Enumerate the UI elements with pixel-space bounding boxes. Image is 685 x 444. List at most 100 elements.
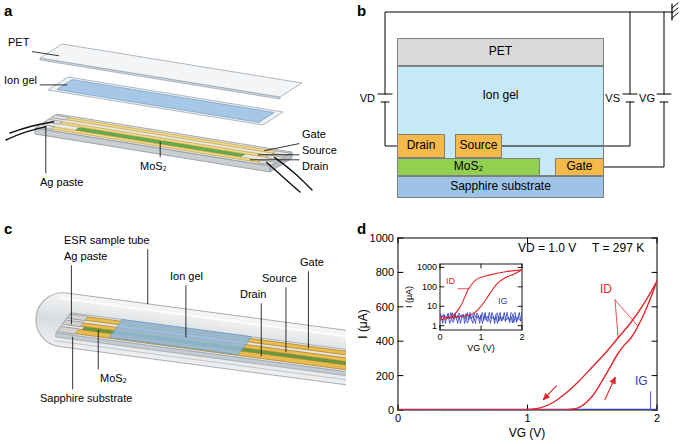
leader-line bbox=[261, 304, 262, 356]
electrode-box: Source bbox=[455, 134, 502, 158]
tick-label: 1 bbox=[478, 332, 483, 342]
ion-gel-film bbox=[109, 318, 251, 356]
electrode bbox=[50, 120, 281, 159]
wire bbox=[385, 102, 397, 146]
node-fill bbox=[455, 134, 502, 158]
tick-mark bbox=[440, 306, 444, 307]
leader-line bbox=[71, 266, 72, 324]
panel-letter: c bbox=[4, 220, 12, 237]
battery-symbol bbox=[623, 93, 637, 94]
tick-mark bbox=[518, 325, 522, 326]
layer-box: Sapphire substrate bbox=[397, 176, 604, 198]
node-text: Source bbox=[459, 139, 497, 153]
node-text: Sapphire substrate bbox=[450, 180, 551, 194]
voltage-label: VS bbox=[605, 92, 620, 105]
arrow-head bbox=[610, 377, 615, 384]
tick-mark bbox=[518, 306, 522, 307]
plot-frame bbox=[398, 238, 657, 410]
bias-circuit bbox=[378, 3, 678, 167]
axis-title: VG (V) bbox=[509, 427, 546, 441]
node-text: Drain bbox=[407, 139, 436, 153]
battery-symbol bbox=[660, 101, 668, 102]
part-label: Ion gel bbox=[4, 74, 37, 87]
curve-label: IG bbox=[635, 375, 648, 389]
node-fill bbox=[555, 158, 604, 176]
leader-lines bbox=[32, 52, 650, 410]
tick-label: 2 bbox=[519, 332, 524, 342]
panel-letter: a bbox=[4, 2, 12, 19]
tick-mark bbox=[440, 264, 441, 268]
exploded-view bbox=[6, 44, 312, 192]
arrow-head bbox=[543, 393, 549, 399]
electrode-box: Drain bbox=[397, 134, 445, 158]
ag-paste bbox=[62, 320, 83, 327]
wire bbox=[604, 102, 664, 167]
tick-label: 100 bbox=[422, 282, 437, 292]
tick-mark bbox=[518, 286, 522, 287]
tick-label: 600 bbox=[376, 300, 394, 313]
node-text: MoS₂ bbox=[454, 160, 483, 174]
leader-line bbox=[185, 286, 186, 337]
node-fills bbox=[397, 38, 604, 198]
node-fill bbox=[397, 158, 540, 176]
tick-mark bbox=[481, 264, 482, 268]
part-label: MoS₂ bbox=[140, 160, 167, 173]
layer-box: Ion gelDrain SourceMoS₂ Gate bbox=[397, 66, 604, 176]
node-text: Ion gel bbox=[482, 89, 518, 103]
tick-mark bbox=[652, 341, 657, 342]
part-label: Drain bbox=[302, 160, 328, 173]
curve-label: ID bbox=[446, 276, 455, 286]
leader-line bbox=[308, 272, 309, 348]
layer-box: MoS₂ bbox=[397, 158, 540, 176]
part-label: Sapphire substrate bbox=[40, 392, 132, 405]
lead-wire bbox=[6, 127, 46, 140]
condition-label: T = 297 K bbox=[592, 242, 644, 256]
drain-current-curve bbox=[398, 281, 657, 410]
node-text: Gate bbox=[566, 160, 592, 174]
leader-line bbox=[72, 337, 73, 389]
wire bbox=[385, 12, 672, 94]
tick-mark bbox=[398, 341, 403, 342]
lead-wire bbox=[267, 162, 300, 192]
tick-mark bbox=[522, 264, 523, 268]
ag-paste bbox=[67, 314, 88, 321]
leader-line bbox=[615, 300, 618, 338]
tick-mark bbox=[652, 306, 657, 307]
wire bbox=[502, 102, 630, 146]
leader-line bbox=[160, 142, 161, 157]
ground-symbol bbox=[672, 8, 678, 13]
part-label: ESR sample tube bbox=[64, 234, 150, 247]
panel-letter: b bbox=[357, 2, 366, 19]
ground-symbol bbox=[672, 3, 678, 8]
part-label: PET bbox=[8, 36, 29, 49]
leader-line bbox=[265, 144, 299, 151]
tick-mark bbox=[657, 238, 658, 243]
electrode bbox=[69, 314, 346, 364]
sample-tube bbox=[33, 289, 346, 398]
tick-label: 1000 bbox=[417, 262, 437, 272]
tick-mark bbox=[440, 286, 444, 287]
axis-title: VG (V) bbox=[467, 343, 495, 353]
part-label: Gate bbox=[302, 128, 326, 141]
tick-mark bbox=[398, 238, 403, 239]
wire bbox=[630, 12, 631, 94]
tick-label: 1000 bbox=[370, 232, 394, 245]
electrode-box: Gate bbox=[555, 158, 604, 176]
leader-line bbox=[32, 52, 58, 56]
condition-label: VD = 1.0 V bbox=[518, 242, 576, 256]
wire bbox=[664, 12, 665, 94]
tick-mark bbox=[440, 325, 444, 326]
curve-label: IG bbox=[498, 296, 508, 306]
part-label: Source bbox=[262, 272, 297, 285]
tick-mark bbox=[398, 238, 399, 243]
lead-wire bbox=[10, 122, 54, 133]
node-fill bbox=[397, 38, 604, 66]
transfer-chart bbox=[398, 238, 657, 411]
tick-mark bbox=[440, 326, 441, 330]
tick-mark bbox=[518, 267, 522, 268]
curve-label: ID bbox=[600, 283, 612, 297]
layer-box: PET bbox=[397, 38, 604, 66]
sapphire-substrate bbox=[56, 311, 346, 381]
leader-line bbox=[98, 330, 99, 369]
